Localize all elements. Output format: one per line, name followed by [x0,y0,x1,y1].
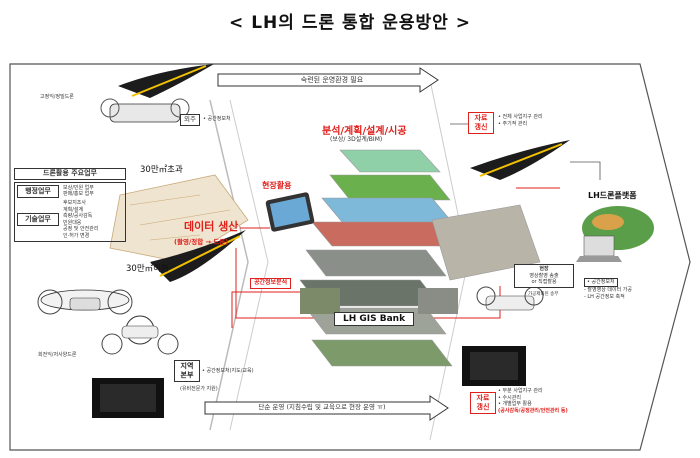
area-under-label: 30만㎡이하 [126,264,169,274]
bottom-arrow-label: 단순 운영 (지침수립 및 교육으로 현장 운영 ㅠ) [258,403,386,411]
platform-label: LH드론플랫폼 [588,191,637,200]
area-over-label: 30만㎡초과 [140,165,183,175]
list-item: 영상촬영 송출 [529,272,559,279]
field-box-head: 현장 [539,266,549,272]
site-photo [431,204,541,281]
task-head-admin: 행정업무 [17,184,59,198]
data-update-top-list: • 전체 사업지구 관리 • 주기적 관리 [498,114,543,127]
data-update-bottom-box: 자료 갱신 [470,392,496,414]
rotary-drone-2-icon [101,315,179,355]
quadcopter-top-icon [100,98,190,123]
list-item: (공사감독/공정관리/안전관리 등) [498,407,568,414]
data-generation-label: 데이터 생산 [184,220,239,233]
fixed-wing-drone-icon [118,64,214,98]
data-update-top-box: 자료 갱신 [468,112,494,134]
list-item: • 개별업무 활용 [498,401,532,407]
regional-text: • 공간정보처(지도/교육) [202,368,254,374]
task-item: 인·허가 변경 [63,232,90,239]
outsource-box: 외주 [180,114,200,126]
aerial-photo-1 [300,288,340,314]
task-item: 후보지조사 [63,200,87,206]
aerial-photo-2 [418,288,458,314]
list-item: • 부분 사업지구 관리 [498,388,543,394]
data-update-top-line2: 갱신 [474,123,488,131]
task-item: 공정 및 안전관리 [63,226,99,232]
quadcopter-right-icon [476,286,544,311]
spatial-analysis-box: 공간정보분석 [250,278,292,289]
spatial-office-panel: • 공간정보처 - 촬영영상 데이터 가공 - LH 공간정보 축적 [584,268,664,300]
control-case-right-icon [462,346,526,386]
regional-box-line1: 지역 [180,362,194,370]
task-head-tech: 기술업무 [17,212,59,227]
control-case-left-icon [92,378,164,418]
flow-line-red [235,248,330,319]
main-tasks-panel: 드론활용 주요업무 행정업무 보상/민원 업무 판매/홍보 업무 기술업무 후보… [14,168,126,242]
data-update-bottom-line2: 갱신 [476,403,490,411]
chevron-left-shape-2 [229,99,269,431]
gis-bank-box: LH GIS Bank [334,312,415,326]
rotary-label: 회전익/저사양드론 [38,352,77,358]
list-item: - 촬영영상 데이터 가공 [584,287,632,293]
field-use-label: 현장활용 [262,181,292,190]
outsource-text: • 공간정보처 [203,116,231,122]
regional-sub: (유비전문가 지원) [180,386,218,392]
analysis-subtitle: (보상/ 3D설계/BIM) [330,136,383,143]
data-flow-label: (촬영/정합 → 드론) [174,238,229,246]
laptop-image [583,235,615,257]
top-arrow [217,67,439,93]
outline-arrow [9,63,691,451]
fixed-wing-label: 고정익/정밀드론 [40,94,74,100]
spatial-office-head: • 공간정보처 [584,278,618,287]
bottom-arrow [204,395,449,421]
task-item: 민원대응 [63,219,82,226]
list-item: • 주기적 관리 [498,120,528,127]
regional-box-line2: 본부 [180,371,194,379]
data-update-bottom-list: • 부분 사업지구 관리 • 수시관리 • 개별업무 활용 (공사감독/공정관리… [498,388,568,414]
task-row-tech: 기술업무 후보지조사 계획/설계 측량/공사감독 민원대응 공정 및 안전관리 … [17,200,123,239]
task-item: 보상/민원 업무 [63,184,94,191]
main-tasks-title: 드론활용 주요업무 [14,168,126,180]
data-update-bottom-line1: 자료 [476,394,490,402]
regional-box: 지역 본부 [174,360,200,382]
field-box: 현장 영상촬영 송출 or 직접촬용 [514,264,574,288]
task-item: 판매/홍보 업무 [63,191,94,198]
task-row-admin: 행정업무 보상/민원 업무 판매/홍보 업무 [17,184,123,198]
data-layer-stack [299,174,453,367]
fixed-wing-drone-2-icon [150,230,246,282]
analysis-title: 분석/계획/설계/시공 [322,126,407,137]
chevron-left-shape [209,99,249,431]
data-update-top-line1: 자료 [474,114,488,122]
list-item: • 전체 사업지구 관리 [498,114,543,120]
list-item: or 직접촬용 [531,279,557,285]
list-item: • 수시관리 [498,394,521,401]
fixed-wing-drone-3-icon [470,140,570,180]
task-item: 계획/설계 [63,206,84,213]
page-title: < LH의 드론 통합 운용방안 > [229,13,471,33]
top-arrow-label: 숙련된 운영환경 필요 [300,76,364,84]
rotary-drone-1-icon [37,289,133,315]
field-note: 가공제외된 송부 [528,292,559,297]
task-item: 측량/공사감독 [63,213,93,219]
list-item: - LH 공간정보 축적 [584,293,625,300]
